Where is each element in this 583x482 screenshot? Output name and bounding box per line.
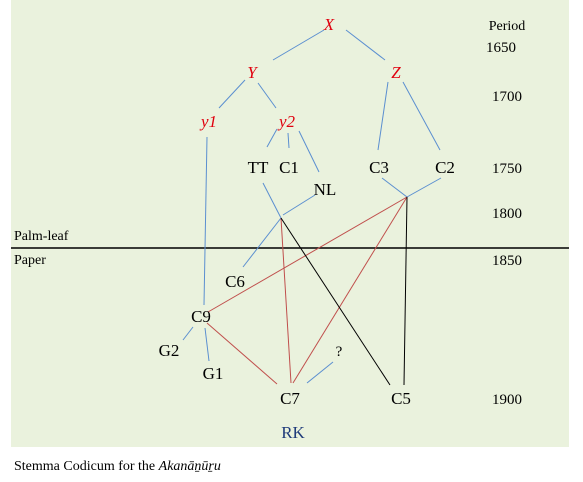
node-z: Z (391, 63, 401, 82)
stemma-figure: X Y Z y1 y2 TT C1 NL C3 C2 C6 C9 G2 G1 C… (11, 0, 569, 447)
figure-caption: Stemma Codicum for the Akanāṉūṟu (14, 459, 221, 475)
node-g1: G1 (203, 364, 224, 383)
period-1700: 1700 (492, 89, 522, 105)
period-1750: 1750 (492, 161, 522, 177)
edge-c9-g1 (204, 327, 210, 362)
period-1650: 1650 (486, 40, 516, 56)
node-c1: C1 (279, 158, 299, 177)
edge-c2-node (406, 177, 442, 198)
edge-c9-c7 (206, 322, 278, 385)
edge-c3-node (381, 177, 408, 198)
edge-y2-nl (298, 130, 320, 173)
node-x: X (323, 15, 335, 34)
edge-y1-c9 (203, 136, 208, 306)
node-tt: TT (248, 158, 269, 177)
caption-title: Akanāṉūṟu (158, 459, 221, 474)
stemma-diagram: X Y Z y1 y2 TT C1 NL C3 C2 C6 C9 G2 G1 C… (11, 15, 569, 442)
node-nl: NL (314, 180, 337, 199)
edge-z-c2 (402, 81, 441, 151)
caption-prefix: Stemma Codicum for the (14, 459, 159, 474)
node-y: Y (247, 63, 258, 82)
edge-hub-c7 (280, 217, 292, 384)
period-1850: 1850 (492, 253, 522, 269)
edge-node-c7 (292, 196, 408, 384)
node-c6: C6 (225, 272, 245, 291)
node-g2: G2 (159, 341, 180, 360)
edge-node-c9 (207, 196, 408, 313)
material-palm-leaf: Palm-leaf (14, 229, 69, 244)
node-c3: C3 (369, 158, 389, 177)
edge-query-c7 (306, 361, 334, 384)
node-query: ? (336, 344, 343, 360)
edge-hub-c6 (242, 217, 282, 268)
material-paper: Paper (14, 253, 46, 268)
edge-y2-c1 (287, 132, 290, 149)
edge-y-y1 (218, 79, 246, 109)
node-y1: y1 (199, 112, 217, 131)
edge-hub-c5 (280, 217, 391, 386)
edge-x-y (272, 29, 325, 61)
edge-node-c5 (403, 196, 408, 386)
node-c7: C7 (280, 389, 300, 408)
rk-label: RK (281, 423, 305, 442)
edge-z-c3 (377, 81, 389, 151)
edge-tt-hub (262, 182, 282, 219)
period-1800: 1800 (492, 206, 522, 222)
edge-y2-tt (266, 128, 278, 148)
edge-x-z (345, 29, 386, 61)
node-c9: C9 (191, 307, 211, 326)
node-c2: C2 (435, 158, 455, 177)
edge-nl-hub (282, 194, 316, 216)
node-c5: C5 (391, 389, 411, 408)
period-1900: 1900 (492, 392, 522, 408)
edge-y-y2 (257, 82, 277, 109)
period-header: Period (489, 19, 526, 34)
node-y2: y2 (277, 112, 296, 131)
edge-c9-g2 (182, 326, 194, 341)
